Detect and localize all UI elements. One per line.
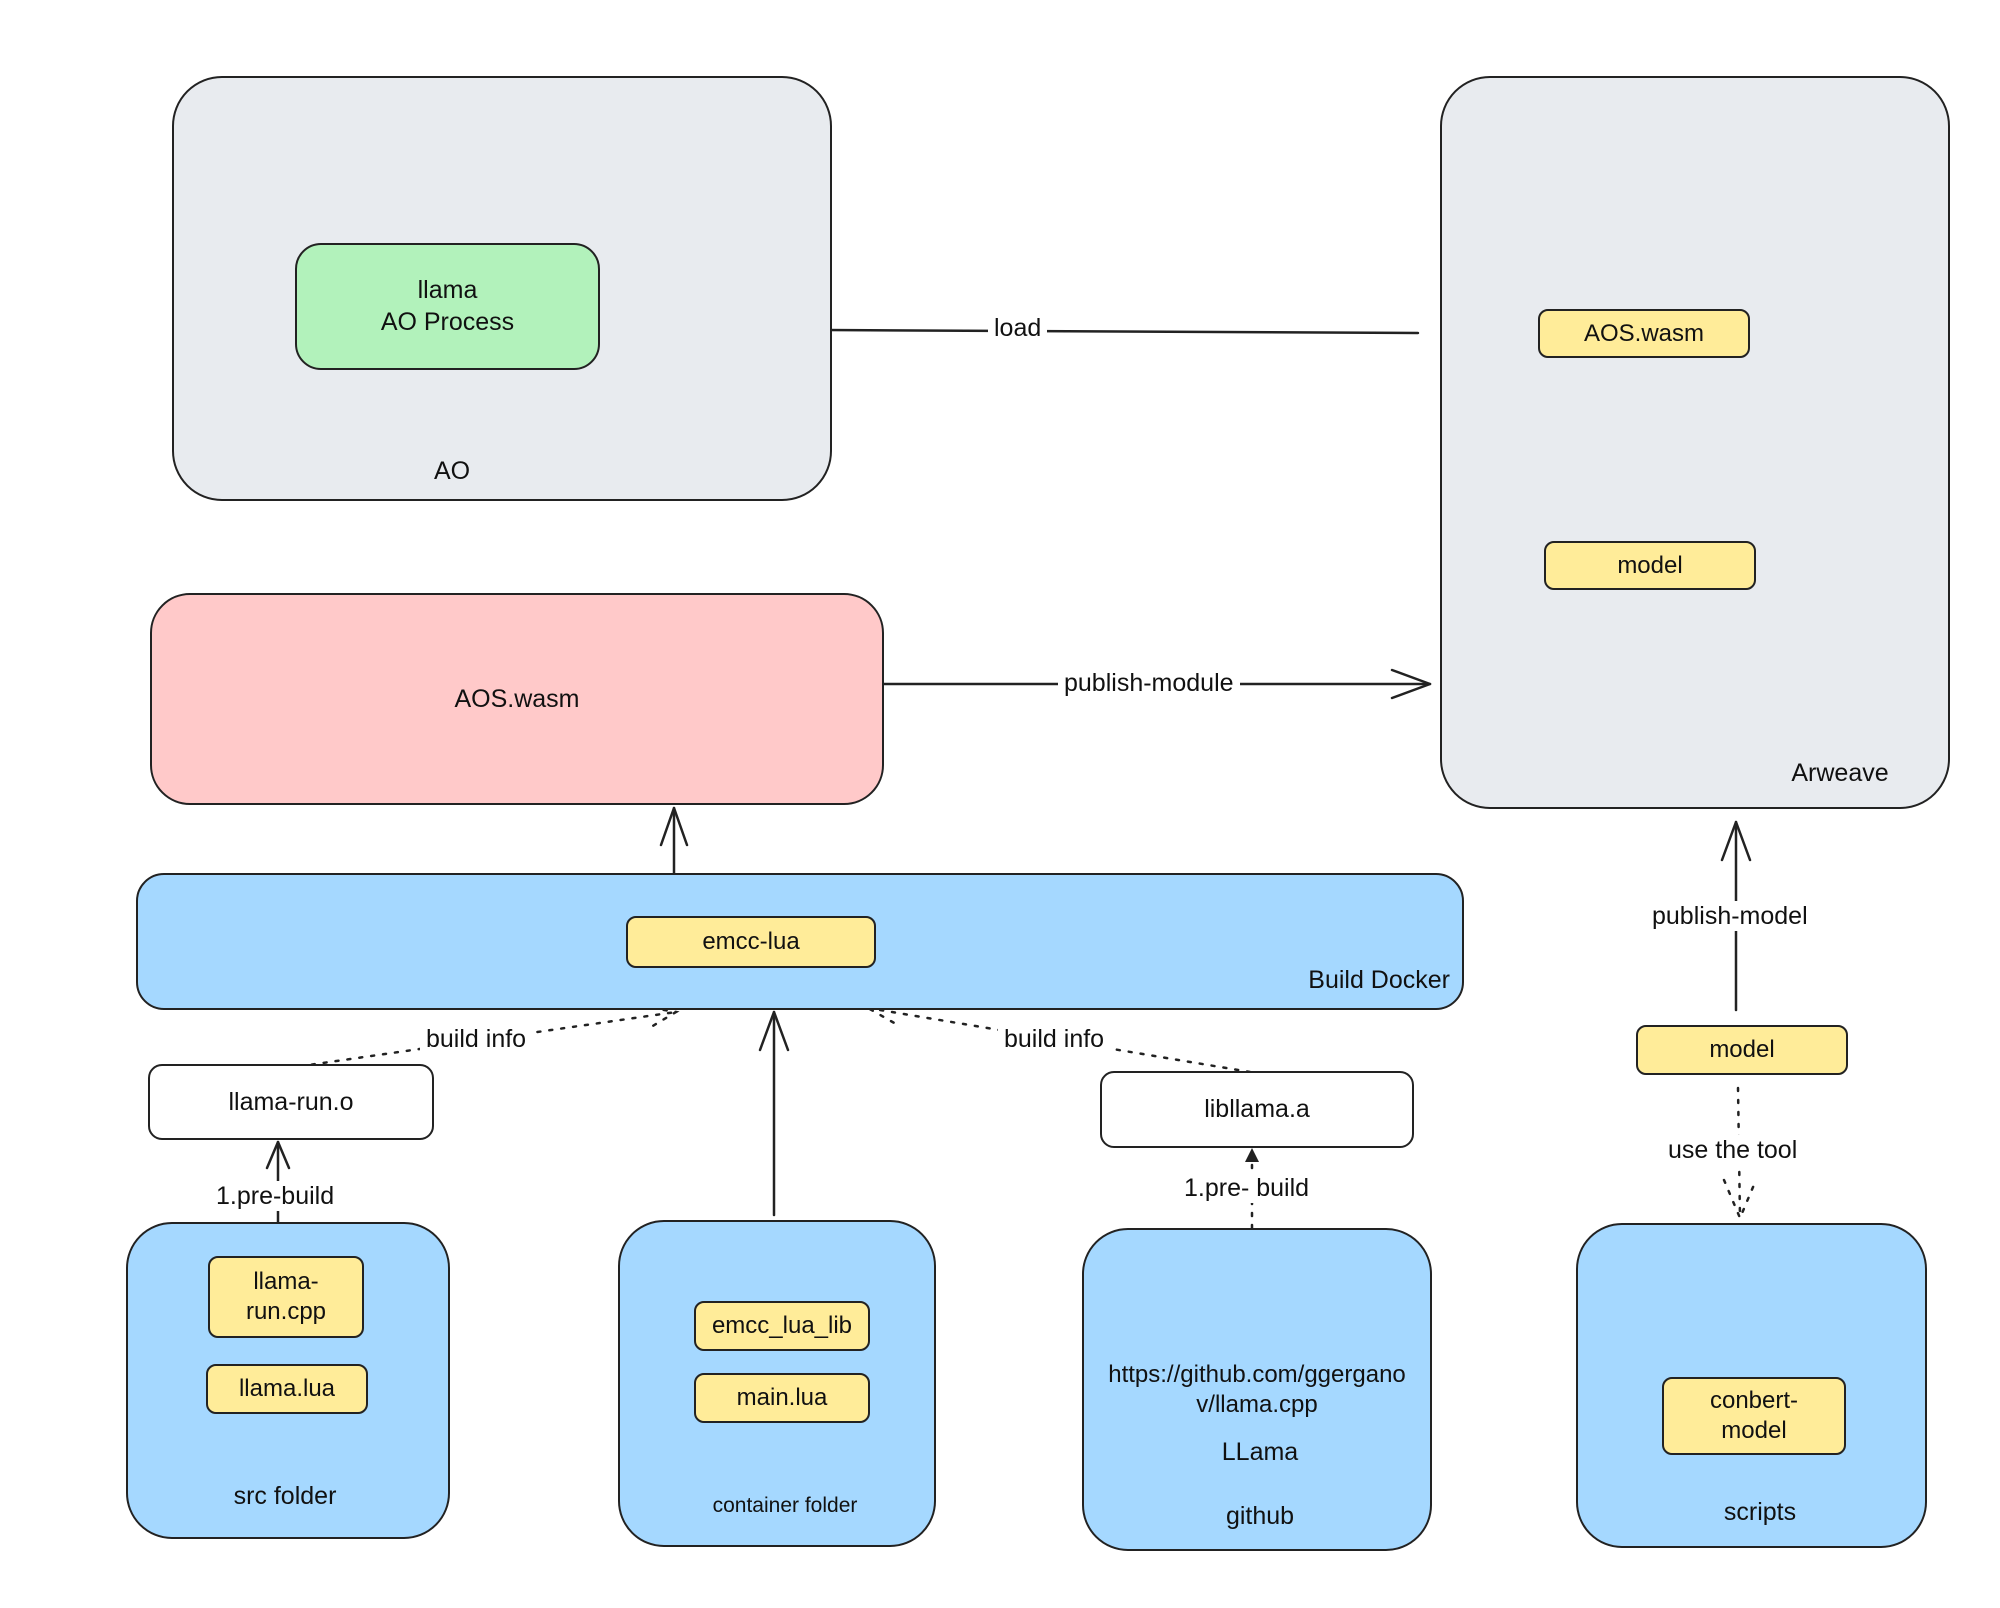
- llama-ao-process[interactable]: llama AO Process: [295, 243, 600, 370]
- arweave-container: [1440, 76, 1950, 809]
- edge-label-publish-module: publish-module: [1058, 668, 1240, 698]
- edge-label-build-info-left: build info: [420, 1024, 533, 1054]
- github-project-name: LLama: [1221, 1438, 1299, 1466]
- github-title: github: [1225, 1502, 1295, 1530]
- edge-build-to-wasm-arrowhead: [659, 806, 689, 847]
- llama-run-o-box[interactable]: llama-run.o: [148, 1064, 434, 1140]
- edge-use-tool: [1736, 1086, 1742, 1220]
- arweave-title: Arweave: [1791, 759, 1889, 787]
- libllama-a-label: libllama.a: [1204, 1095, 1310, 1123]
- aos-wasm-box[interactable]: AOS.wasm: [150, 593, 884, 805]
- github-url-line1: https://github.com/ggergano: [1108, 1361, 1406, 1388]
- edge-label-publish-model: publish-model: [1646, 901, 1814, 931]
- container-chip-main-lua[interactable]: main.lua: [694, 1373, 870, 1423]
- edge-prebuild-right-arrowhead: [1245, 1148, 1259, 1162]
- edge-use-tool-arrowhead: [1722, 1178, 1758, 1222]
- build-docker-chip-emcc-lua[interactable]: emcc-lua: [626, 916, 876, 968]
- container-chip-emcc-lua-lib[interactable]: emcc_lua_lib: [694, 1301, 870, 1351]
- build-docker-title: Build Docker: [1308, 966, 1450, 994]
- aos-wasm-label: AOS.wasm: [454, 684, 580, 713]
- edge-label-load: load: [988, 313, 1048, 343]
- edge-publish-module-arrowhead: [1390, 668, 1432, 700]
- edge-label-prebuild-left: 1.pre-build: [210, 1181, 341, 1211]
- edge-label-prebuild-right: 1.pre- build: [1178, 1173, 1316, 1203]
- edge-prebuild-left-arrowhead: [265, 1140, 291, 1170]
- github-url-line2: v/llama.cpp: [1196, 1391, 1318, 1418]
- model-chip[interactable]: model: [1636, 1025, 1848, 1075]
- arweave-chip-aos-wasm[interactable]: AOS.wasm: [1538, 309, 1750, 358]
- src-chip-llama-run-cpp[interactable]: llama- run.cpp: [208, 1256, 364, 1338]
- llama-ao-process-line1: llama: [417, 276, 478, 305]
- edge-container-to-build-arrowhead: [758, 1010, 790, 1052]
- edge-label-build-info-right: build info: [998, 1024, 1111, 1054]
- libllama-a-box[interactable]: libllama.a: [1100, 1071, 1414, 1148]
- container-folder-box[interactable]: [618, 1220, 936, 1547]
- ao-title: AO: [433, 457, 471, 485]
- scripts-title: scripts: [1723, 1498, 1797, 1526]
- github-box[interactable]: [1082, 1228, 1432, 1551]
- src-folder-title: src folder: [233, 1482, 337, 1510]
- llama-run-o-label: llama-run.o: [228, 1087, 354, 1116]
- edge-publish-model-arrowhead: [1720, 820, 1752, 862]
- container-folder-title: container folder: [712, 1494, 858, 1517]
- edge-label-use-tool: use the tool: [1662, 1135, 1804, 1165]
- src-chip-llama-lua[interactable]: llama.lua: [206, 1364, 368, 1414]
- scripts-chip-conbert-model[interactable]: conbert- model: [1662, 1377, 1846, 1455]
- arweave-chip-model[interactable]: model: [1544, 541, 1756, 590]
- github-url: https://github.com/ggergano v/llama.cpp: [1088, 1360, 1426, 1420]
- llama-ao-process-line2: AO Process: [380, 307, 515, 336]
